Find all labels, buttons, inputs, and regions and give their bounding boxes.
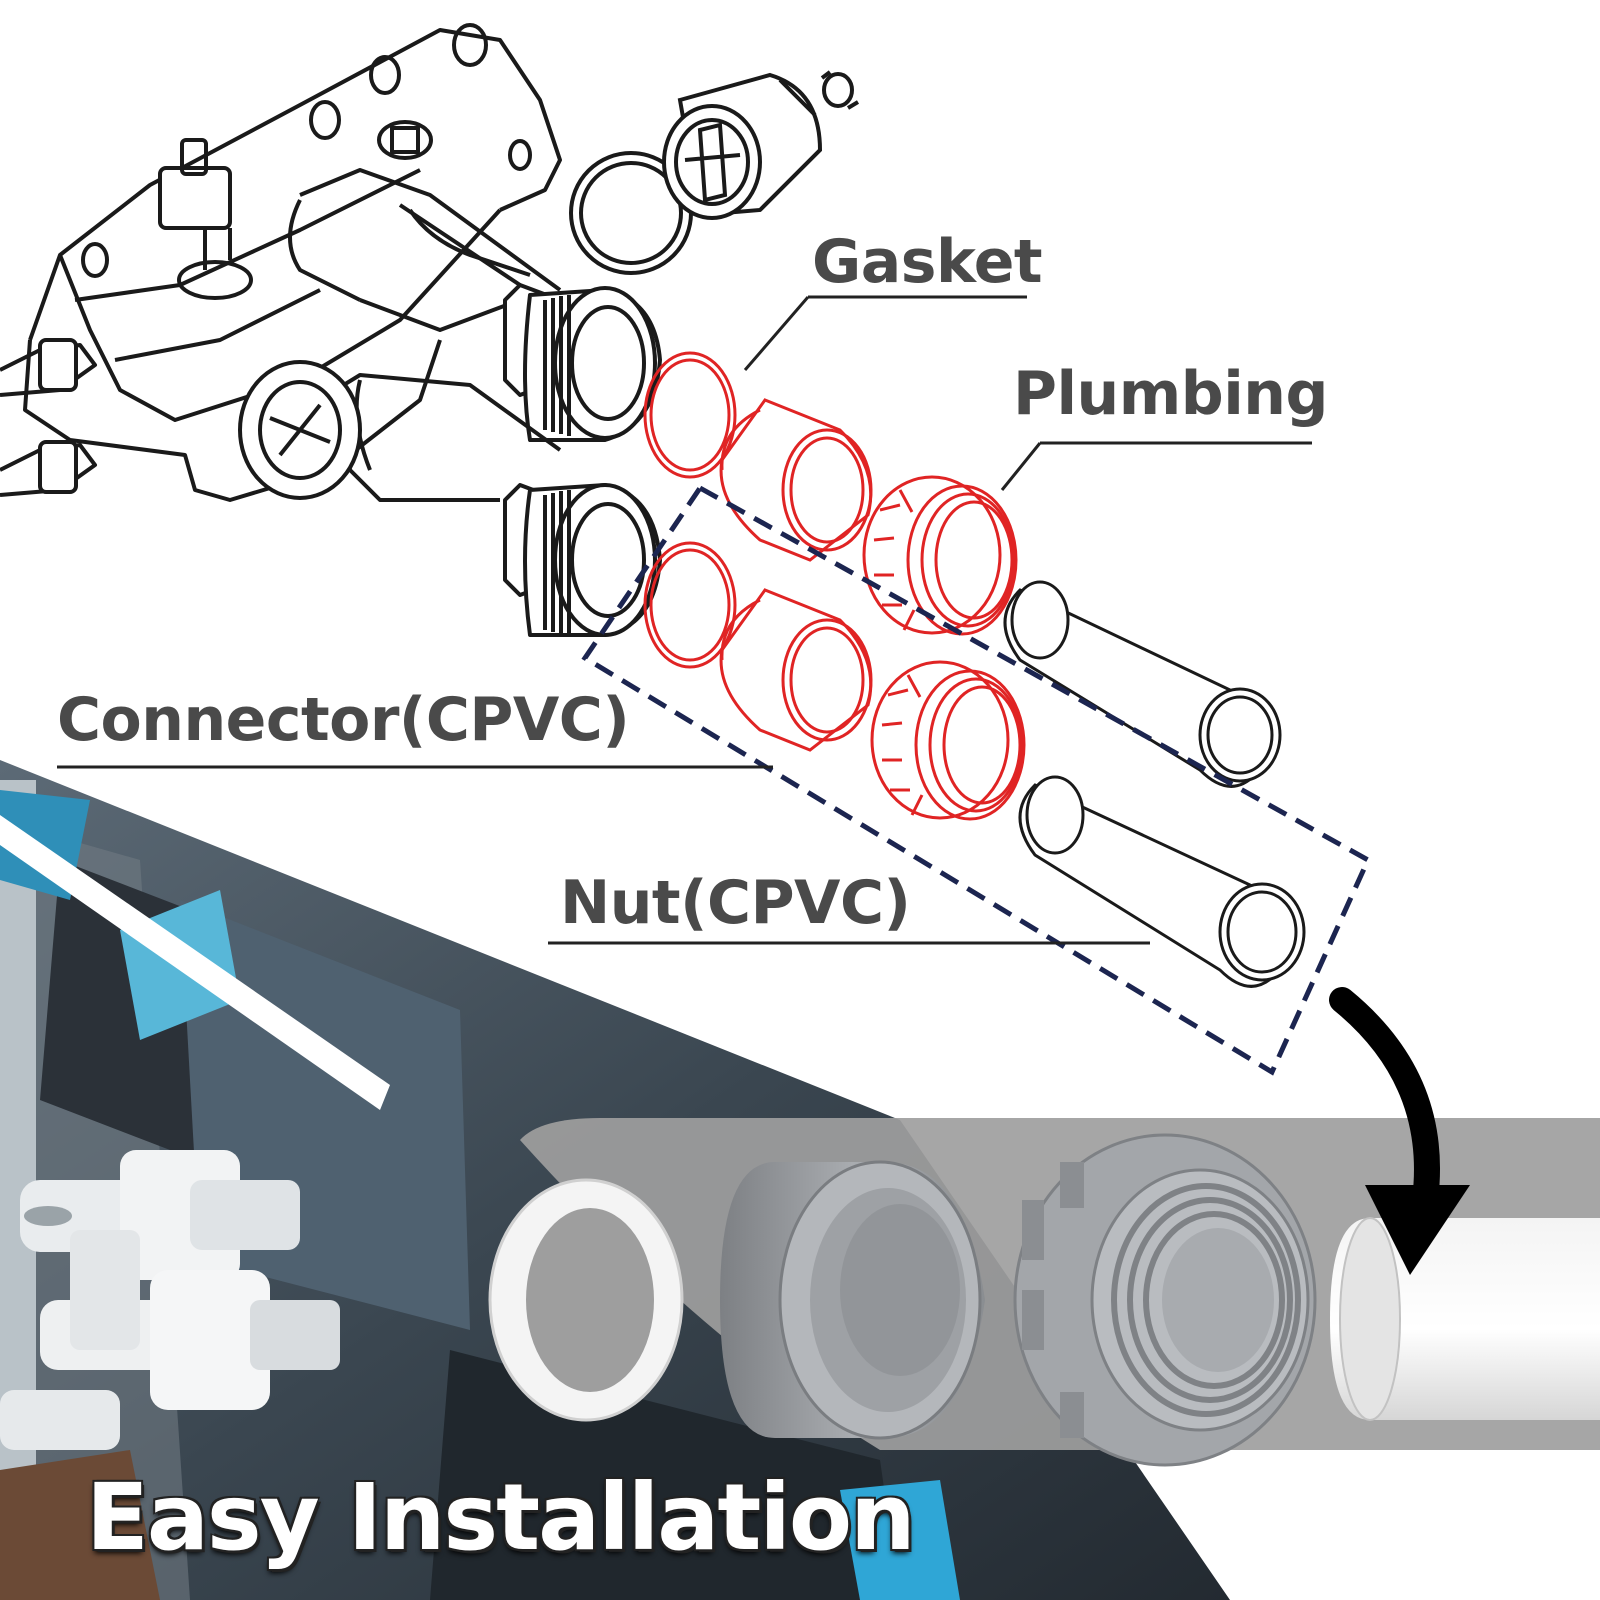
gasket-lower — [643, 541, 737, 669]
headline: Easy Installation — [86, 1464, 916, 1571]
gasket-label: Gasket — [812, 227, 1043, 297]
nut-label: Nut(CPVC) — [560, 868, 911, 938]
nut-upper — [862, 475, 1018, 636]
replacement-parts-drawing — [643, 351, 1026, 821]
curved-arrow-icon — [1329, 987, 1470, 1275]
connector-nut-highlight-box — [581, 484, 1372, 1076]
valve-cap-drawing — [569, 70, 860, 275]
plumbing-pipes-drawing — [1003, 580, 1306, 988]
parts-band — [488, 1118, 1600, 1467]
callout-leaders — [57, 295, 1312, 945]
plumbing-label: Plumbing — [1013, 359, 1328, 429]
gasket-photo — [488, 1178, 684, 1422]
nut-lower — [870, 660, 1026, 821]
connector-photo — [720, 1160, 985, 1440]
gasket-upper — [643, 351, 737, 479]
connector-upper — [719, 398, 873, 562]
valve-body-drawing — [0, 23, 662, 637]
connector-lower — [719, 588, 873, 752]
connector-label: Connector(CPVC) — [57, 685, 630, 755]
nut-photo — [1013, 1133, 1317, 1467]
